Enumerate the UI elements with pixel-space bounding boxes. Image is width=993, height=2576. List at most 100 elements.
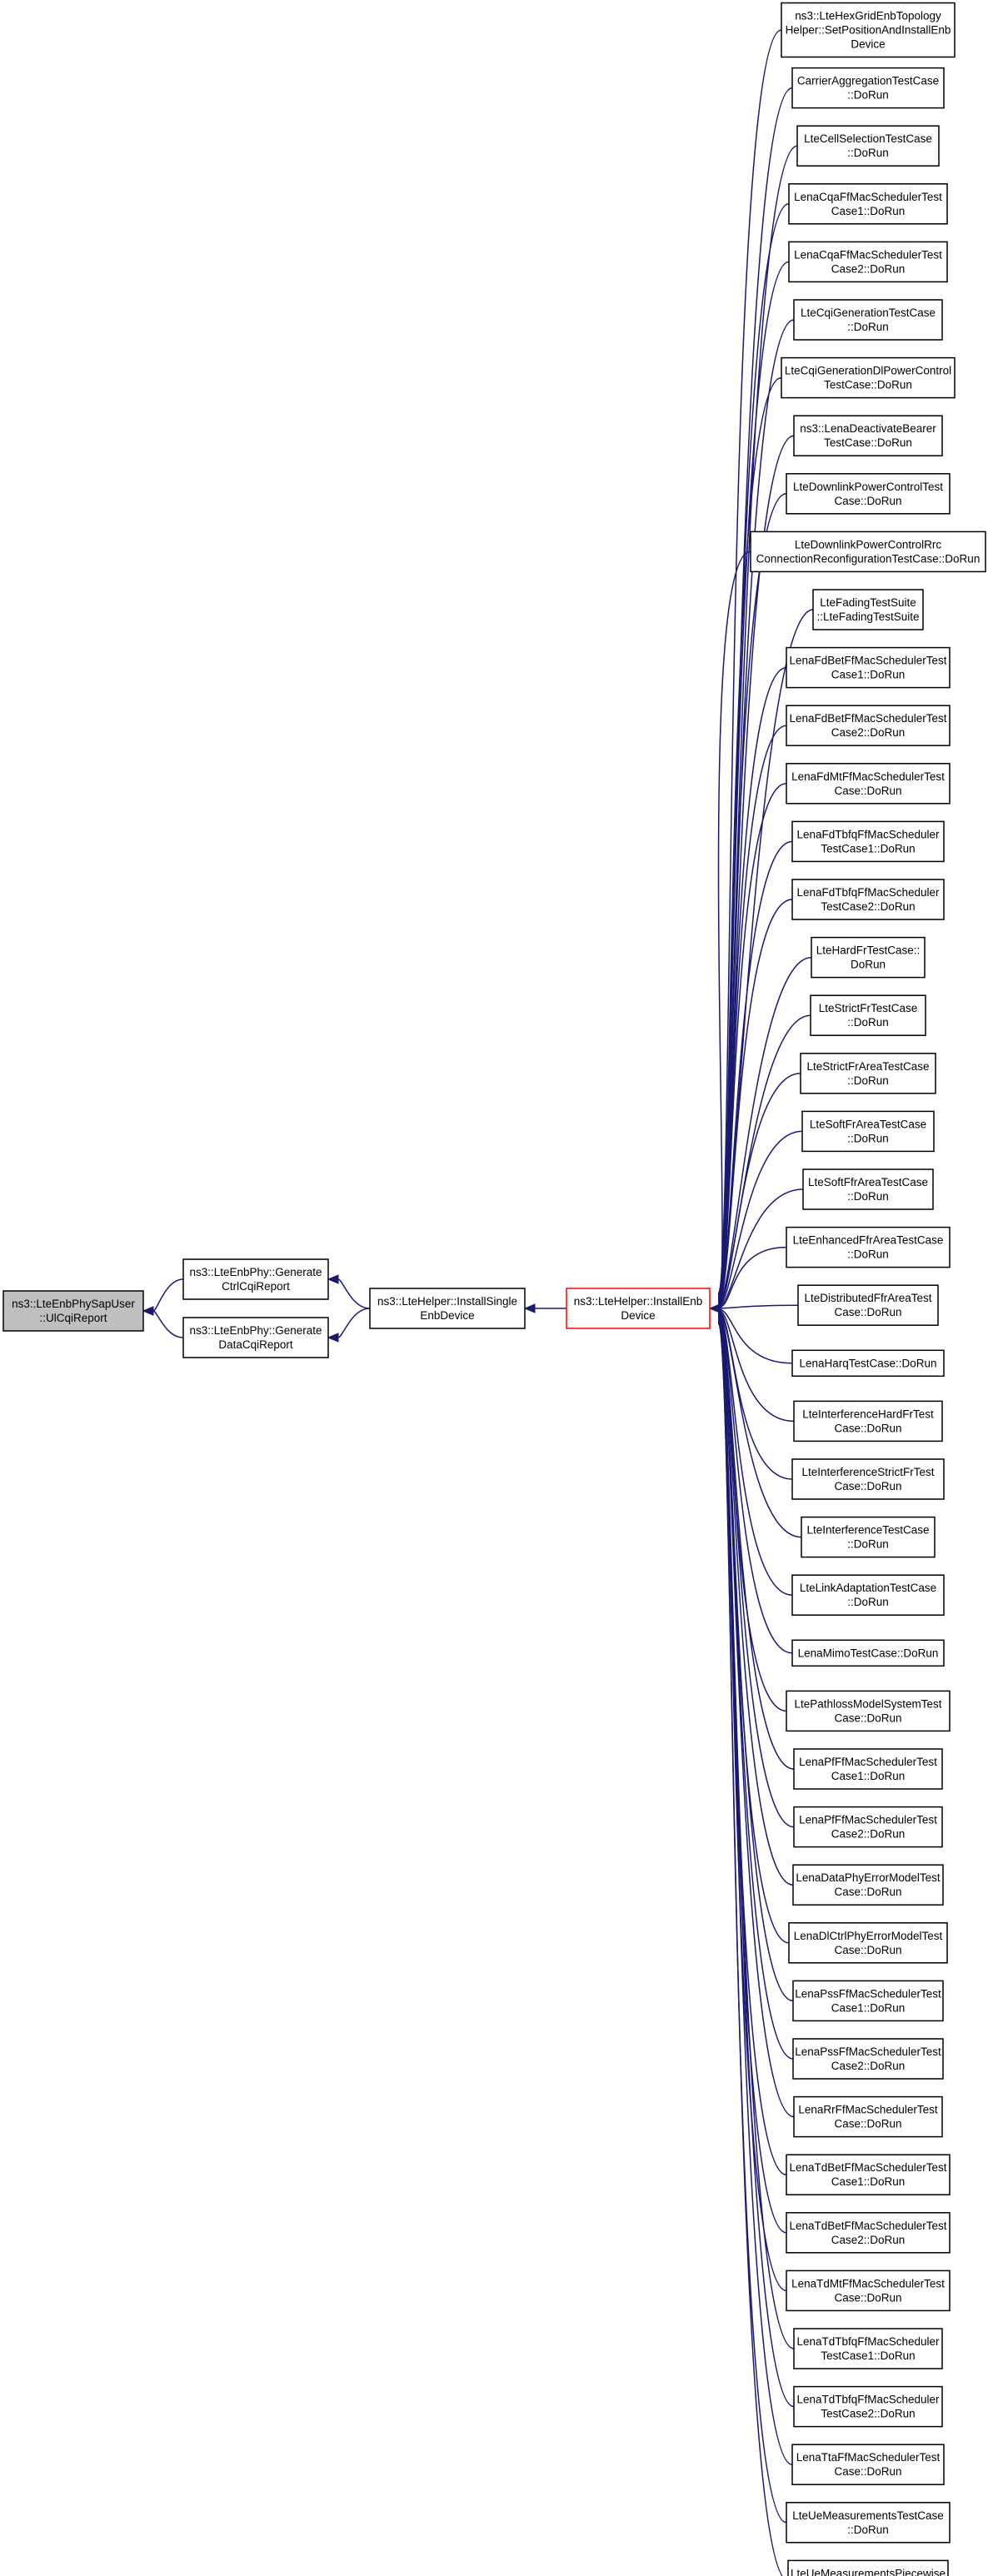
- graph-node-c18[interactable]: LteStrictFrAreaTestCase::DoRun: [800, 1053, 936, 1094]
- arrowhead: [708, 1303, 721, 1313]
- node-label-line: ::DoRun: [847, 321, 889, 333]
- node-label-line: LenaRrFfMacSchedulerTest: [798, 2104, 938, 2116]
- graph-node-c5[interactable]: LteCqiGenerationTestCase::DoRun: [793, 299, 943, 341]
- graph-node-c10[interactable]: LteFadingTestSuite::LteFadingTestSuite: [812, 589, 924, 630]
- graph-node-c17[interactable]: LteStrictFrTestCase::DoRun: [810, 994, 926, 1036]
- graph-node-c23[interactable]: LenaHarqTestCase::DoRun: [791, 1349, 945, 1378]
- node-label-line: Case1::DoRun: [831, 669, 906, 681]
- node-box: [800, 1053, 936, 1094]
- graph-node-c44[interactable]: LteUeMeasurementsPiecewiseTestCase1::DoR…: [787, 2559, 949, 2576]
- node-box: [802, 1168, 934, 1210]
- graph-node-c0[interactable]: ns3::LteHexGridEnbTopologyHelper::SetPos…: [781, 2, 956, 58]
- node-label-line: LenaFdBetFfMacSchedulerTest: [789, 655, 946, 667]
- node-label-line: Device: [851, 38, 885, 51]
- edge-c9-to-installenb: [717, 551, 751, 1300]
- graph-node-c27[interactable]: LteLinkAdaptationTestCase::DoRun: [791, 1574, 945, 1616]
- node-label-line: ::DoRun: [847, 1074, 889, 1087]
- graph-node-root[interactable]: ns3::LteEnbPhySapUser::UlCqiReport: [2, 1290, 144, 1332]
- node-box: [786, 2502, 951, 2544]
- node-label-line: Device: [621, 1309, 655, 1322]
- graph-node-c9[interactable]: LteDownlinkPowerControlRrcConnectionReco…: [750, 531, 986, 573]
- node-label-line: LteEnhancedFfrAreaTestCase: [793, 1234, 944, 1247]
- node-box: [792, 1980, 944, 2022]
- node-box: [793, 1748, 943, 1790]
- node-label-line: DataCqiReport: [218, 1338, 293, 1351]
- node-label-line: Case::DoRun: [834, 785, 901, 797]
- node-label-line: Case2::DoRun: [831, 1828, 906, 1841]
- node-label-line: LteLinkAdaptationTestCase: [800, 1582, 936, 1594]
- edge-c16-to-installenb: [717, 956, 812, 1305]
- node-label-line: LenaTdMtFfMacSchedulerTest: [791, 2277, 945, 2290]
- graph-node-c20[interactable]: LteSoftFfrAreaTestCase::DoRun: [802, 1168, 934, 1210]
- edge-c24-to-installenb: [717, 1308, 795, 1423]
- node-label-line: Case::DoRun: [834, 1422, 901, 1434]
- node-label-line: LteStrictFrTestCase: [819, 1002, 918, 1014]
- node-label-line: LteStrictFrAreaTestCase: [806, 1060, 929, 1073]
- node-box: [797, 1284, 939, 1326]
- node-label-line: ::DoRun: [847, 1596, 889, 1608]
- graph-node-c2[interactable]: LteCellSelectionTestCase::DoRun: [796, 125, 940, 167]
- node-label-line: DoRun: [851, 959, 886, 971]
- graph-node-c1[interactable]: CarrierAggregationTestCase::DoRun: [791, 67, 945, 109]
- node-label-line: LenaFdTbfqFfMacScheduler: [796, 828, 940, 840]
- node-label-line: LteCqiGenerationDlPowerControl: [785, 365, 951, 377]
- node-label-line: LtePathlossModelSystemTest: [794, 1697, 941, 1710]
- node-label-line: LenaTdBetFfMacSchedulerTest: [789, 2220, 946, 2232]
- graph-node-c26[interactable]: LteInterferenceTestCase::DoRun: [801, 1516, 936, 1558]
- graph-node-c16[interactable]: LteHardFrTestCase::DoRun: [811, 936, 926, 979]
- graph-node-c6[interactable]: LteCqiGenerationDlPowerControlTestCase::…: [781, 356, 956, 399]
- node-box: [786, 646, 951, 689]
- graph-node-c28[interactable]: LenaMimoTestCase::DoRun: [791, 1639, 945, 1667]
- node-box: [792, 2038, 944, 2080]
- graph-node-c43[interactable]: LteUeMeasurementsTestCase::DoRun: [786, 2502, 951, 2544]
- node-label-line: ns3::LteEnbPhy::Generate: [189, 1266, 322, 1278]
- node-label-line: LenaMimoTestCase::DoRun: [798, 1647, 939, 1659]
- node-box: [792, 1864, 944, 1906]
- node-box: [2, 1290, 144, 1332]
- node-box: [793, 299, 943, 341]
- graph-node-c21[interactable]: LteEnhancedFfrAreaTestCase::DoRun: [786, 1226, 951, 1268]
- node-box: [791, 1574, 945, 1616]
- node-label-line: EnbDevice: [420, 1309, 474, 1322]
- node-box: [786, 763, 951, 805]
- node-label-line: TestCase1::DoRun: [821, 842, 915, 855]
- node-label-line: LteSoftFfrAreaTestCase: [808, 1176, 928, 1188]
- node-label-line: LenaPfFfMacSchedulerTest: [799, 1814, 937, 1826]
- node-label-line: Case::DoRun: [834, 2465, 901, 2478]
- edge-installsingle-to-gendata: [337, 1308, 371, 1338]
- node-box: [793, 1400, 943, 1442]
- node-label-line: ::DoRun: [847, 1248, 889, 1261]
- graph-node-c19[interactable]: LteSoftFrAreaTestCase::DoRun: [801, 1110, 935, 1153]
- node-label-line: LteCellSelectionTestCase: [804, 132, 932, 145]
